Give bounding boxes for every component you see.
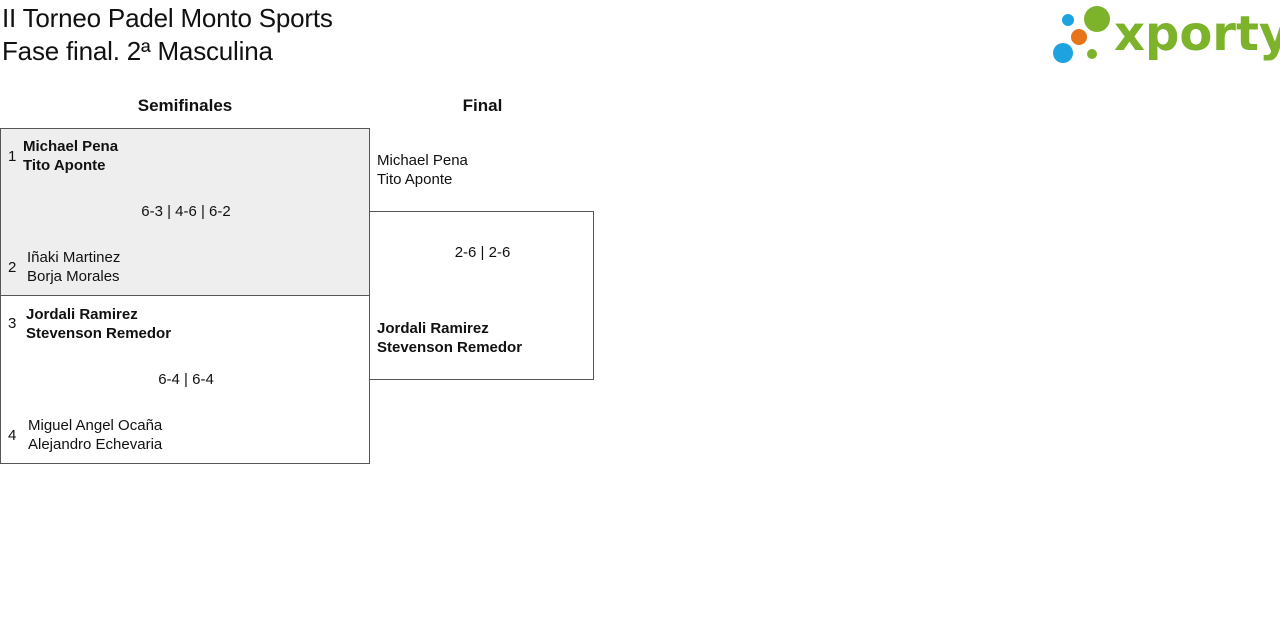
- semifinal-match-1[interactable]: 1 Michael Pena Tito Aponte 6-3 | 4-6 | 6…: [0, 128, 370, 296]
- player-name: Stevenson Remedor: [377, 339, 523, 356]
- team: Miguel Angel Ocaña Alejandro Echevaria: [28, 416, 162, 454]
- team-winner: Jordali Ramirez Stevenson Remedor: [26, 305, 171, 343]
- match-score: 6-3 | 4-6 | 6-2: [141, 203, 231, 220]
- final-team-winner: Jordali Ramirez Stevenson Remedor: [377, 319, 522, 357]
- player-name: Miguel Angel Ocaña: [28, 417, 163, 434]
- player-name: Jordali Ramirez: [26, 306, 138, 323]
- final-score: 2-6 | 2-6: [454, 244, 511, 261]
- page-title: II Torneo Padel Monto Sports Fase final.…: [2, 2, 333, 68]
- logo-wordmark: xporty: [1114, 6, 1280, 62]
- xporty-logo[interactable]: xporty: [1050, 4, 1280, 68]
- phase-title: Fase final. 2ª Masculina: [2, 36, 273, 66]
- player-name: Alejandro Echevaria: [28, 436, 163, 453]
- semifinal-match-2[interactable]: 3 Jordali Ramirez Stevenson Remedor 6-4 …: [0, 296, 370, 464]
- player-name: Michael Pena: [23, 138, 119, 155]
- round-label-final: Final: [462, 96, 503, 115]
- player-name: Tito Aponte: [23, 157, 106, 174]
- seed-number: 4: [8, 427, 17, 444]
- tournament-title: II Torneo Padel Monto Sports: [2, 3, 333, 33]
- final-match[interactable]: [369, 211, 594, 380]
- player-name: Iñaki Martinez: [27, 249, 121, 266]
- team: Iñaki Martinez Borja Morales: [27, 248, 120, 286]
- seed-number: 1: [8, 148, 17, 165]
- round-label-semifinals: Semifinales: [137, 96, 233, 115]
- seed-number: 3: [8, 315, 17, 332]
- final-team-top: Michael Pena Tito Aponte: [377, 151, 468, 189]
- player-name: Stevenson Remedor: [26, 325, 172, 342]
- match-score: 6-4 | 6-4: [158, 371, 214, 388]
- team-winner: Michael Pena Tito Aponte: [23, 137, 118, 175]
- player-name: Michael Pena: [377, 152, 468, 169]
- logo-dots-icon: [1053, 6, 1110, 63]
- player-name: Tito Aponte: [377, 171, 453, 188]
- player-name: Jordali Ramirez: [377, 320, 489, 337]
- seed-number: 2: [8, 259, 17, 276]
- player-name: Borja Morales: [27, 268, 120, 285]
